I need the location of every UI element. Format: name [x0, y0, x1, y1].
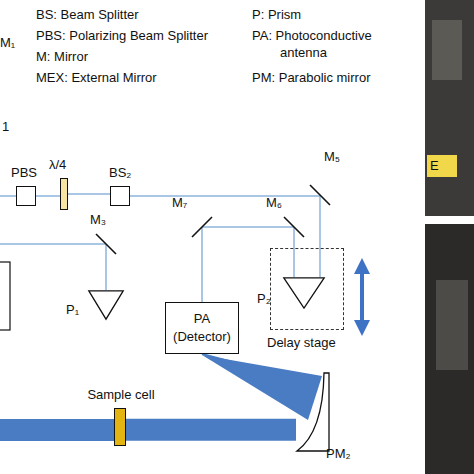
- prism: P₂: [283, 277, 325, 309]
- mirror: M₃: [94, 232, 118, 256]
- beam-path: [68, 193, 110, 195]
- photo-detail: [432, 20, 462, 80]
- component-label: M₆: [266, 195, 290, 211]
- component-label: M₅: [324, 149, 348, 165]
- cut-label: 1: [2, 118, 22, 135]
- parabolic-mirror-shape: [297, 373, 329, 451]
- thz-beam-cone: [202, 355, 322, 420]
- beam-path: [126, 419, 296, 441]
- component-label: Delay stage: [267, 335, 357, 351]
- mirror-shape: [284, 217, 304, 237]
- parabolic-mirror: PM₂: [296, 372, 330, 452]
- component-label: M₃: [90, 212, 114, 228]
- prism: P₁: [88, 290, 124, 320]
- thz-beam-band: [0, 419, 116, 441]
- cut-label: M₁: [0, 34, 30, 51]
- beam-path: [202, 354, 316, 384]
- mirror-outline: [282, 215, 306, 239]
- beam-path: [293, 227, 295, 277]
- legend-entry: BS: Beam Splitter: [36, 6, 236, 23]
- sample-cell: Sample cell: [114, 408, 126, 446]
- parabolic-mirror-outline: [296, 372, 330, 452]
- beam-path: [36, 195, 60, 197]
- legend-entry: PA: Photoconductive antenna: [252, 27, 402, 61]
- delay-stage: Delay stageP₂: [270, 248, 344, 330]
- beam-path: [105, 244, 107, 290]
- motion-arrow-head: [354, 258, 370, 274]
- mirror: M₅: [308, 183, 332, 207]
- cut-label: E: [430, 157, 454, 174]
- beam-path: [319, 195, 321, 277]
- beam-splitter: PBS: [16, 186, 36, 206]
- legend-entry: PBS: Polarizing Beam Splitter: [36, 27, 246, 44]
- motion-arrow: [360, 272, 364, 322]
- waveplate: λ/4: [60, 178, 68, 210]
- beam-path: [130, 195, 320, 197]
- motion-arrow-head: [354, 320, 370, 336]
- beam-splitter: BS₂: [110, 186, 130, 206]
- prism-outline: [283, 277, 325, 309]
- mirror-shape: [192, 217, 212, 237]
- photo-detail: [436, 280, 468, 370]
- legend-entry: P: Prism: [252, 6, 412, 23]
- legend-entry: PM: Parabolic mirror: [252, 69, 412, 86]
- photo-panel: [425, 0, 474, 216]
- cut-box: [0, 262, 10, 330]
- component-label: (Detector): [166, 329, 238, 345]
- component-label: P₂: [257, 291, 279, 307]
- mirror-shape: [310, 185, 330, 205]
- mirror-outline: [190, 215, 214, 239]
- prism-shape: [284, 278, 324, 308]
- mirror: M₇: [190, 215, 214, 239]
- beam-path: [202, 226, 294, 228]
- mirror: M₆: [282, 215, 306, 239]
- component-label: BS₂: [109, 165, 139, 181]
- beam-path: [201, 227, 203, 302]
- legend-entry: M: Mirror: [36, 48, 236, 65]
- mirror-outline: [308, 183, 332, 207]
- component-label: λ/4: [49, 157, 81, 173]
- component-label: M₇: [172, 195, 196, 211]
- mirror-shape: [96, 234, 116, 254]
- legend-entry: MEX: External Mirror: [36, 69, 236, 86]
- component-label: P₁: [66, 302, 86, 318]
- laser-beam: [0, 243, 106, 245]
- detector-box: PA (Detector): [165, 302, 239, 354]
- component-label: PA: [166, 311, 238, 327]
- component-label: PBS: [11, 165, 43, 181]
- mirror-outline: [94, 232, 118, 256]
- component-label: Sample cell: [81, 387, 161, 403]
- component-label: PM₂: [326, 446, 366, 462]
- prism-shape: [89, 291, 123, 319]
- prism-outline: [88, 290, 124, 320]
- laser-beam: [0, 195, 16, 197]
- photo-panel: [425, 224, 474, 474]
- photo-tag: [427, 155, 457, 177]
